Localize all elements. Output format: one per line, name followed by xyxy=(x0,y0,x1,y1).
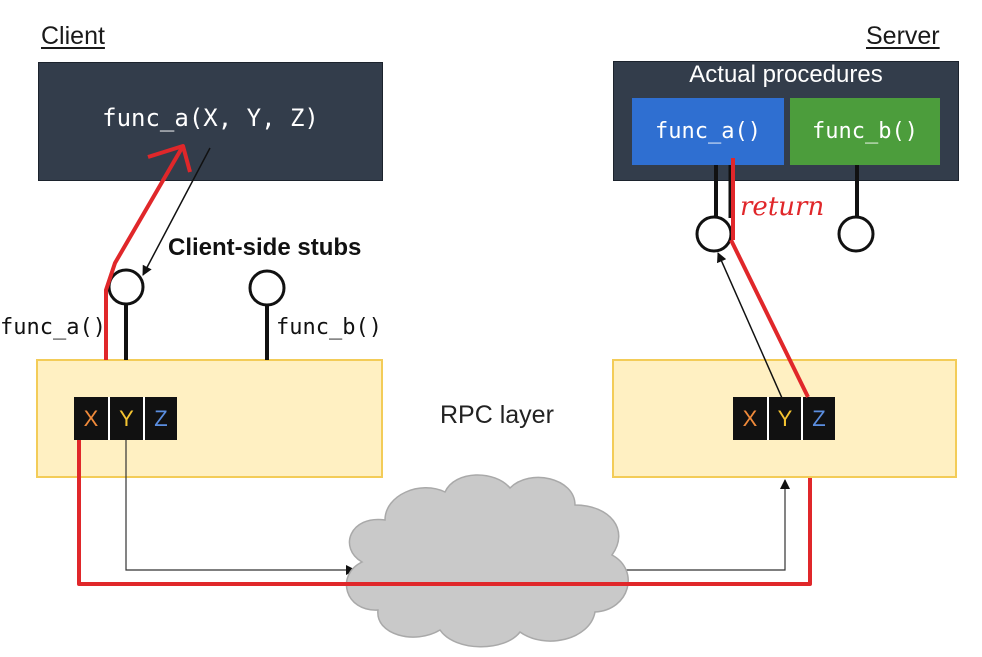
server-params: X Y Z xyxy=(733,397,835,440)
network-path-in xyxy=(625,479,790,571)
stub-func-b-label: func_b() xyxy=(276,315,382,340)
client-application-box xyxy=(38,62,383,181)
stub-a-circle xyxy=(107,268,145,306)
network-cloud xyxy=(345,474,629,648)
client-heading: Client xyxy=(41,22,105,50)
server-proc-func-b: func_b() xyxy=(790,98,940,165)
client-param-z: Z xyxy=(143,397,177,440)
network-path-out xyxy=(125,440,356,575)
server-param-y: Y xyxy=(767,397,801,440)
client-param-x: X xyxy=(74,397,108,440)
server-proc-func-a: func_a() xyxy=(632,98,784,165)
procedures-title: Actual procedures xyxy=(689,61,883,88)
client-call-arrow xyxy=(142,147,211,276)
server-stub-a-circle xyxy=(695,215,733,253)
stub-b-circle xyxy=(248,269,286,307)
red-arrowhead xyxy=(147,144,192,173)
rpc-layer-label: RPC layer xyxy=(440,401,554,429)
red-return-path xyxy=(104,144,185,360)
server-heading: Server xyxy=(866,22,940,50)
server-stub-b-circle xyxy=(837,215,875,253)
server-param-x: X xyxy=(733,397,767,440)
client-param-y: Y xyxy=(108,397,143,440)
client-call-label: func_a(X, Y, Z) xyxy=(102,104,319,132)
red-network-path xyxy=(77,440,812,586)
client-stubs-label: Client-side stubs xyxy=(168,234,362,261)
client-params: X Y Z xyxy=(74,397,177,440)
server-param-z: Z xyxy=(801,397,835,440)
stub-func-a-label: func_a() xyxy=(0,315,106,340)
red-server-to-proc-a xyxy=(729,239,810,398)
return-annotation: return xyxy=(740,192,825,222)
server-up-arrow xyxy=(717,252,783,399)
